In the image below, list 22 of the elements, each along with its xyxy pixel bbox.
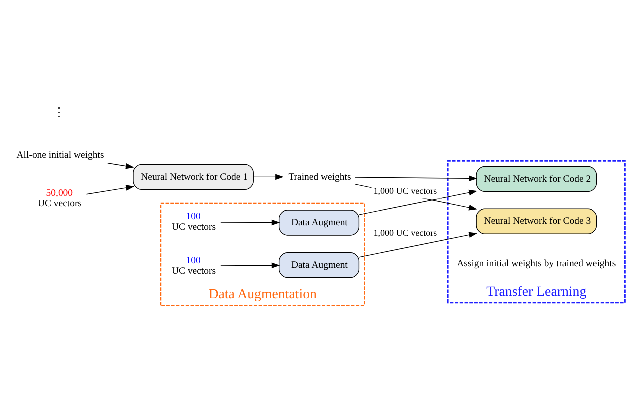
arrow	[358, 232, 478, 258]
node-box: Data Augment	[278, 210, 360, 236]
node-box: Data Augment	[278, 252, 360, 278]
arrow	[358, 189, 478, 215]
node-text: 100 UC vectors	[172, 211, 216, 233]
node-box: Neural Network for Code 1	[133, 164, 254, 190]
node-text: All-one initial weights	[16, 150, 104, 161]
edge-label: 1,000 UC vectors	[374, 186, 438, 196]
node-box: Neural Network for Code 2	[476, 166, 598, 192]
arrow	[355, 175, 478, 182]
arrow	[220, 219, 280, 226]
node-text: 100 UC vectors	[172, 254, 216, 276]
arrow	[220, 262, 280, 268]
arrow	[86, 184, 135, 194]
arrow	[108, 162, 134, 169]
node-text: 50,000 UC vectors	[38, 188, 82, 209]
node-text: Trained weights	[288, 171, 352, 182]
node-box: Neural Network for Code 3	[476, 208, 598, 234]
label: Assign initial weights by trained weights	[457, 258, 616, 270]
arrow	[253, 174, 284, 180]
label: ⋮	[53, 104, 66, 119]
edge-label: 1,000 UC vectors	[374, 227, 438, 238]
